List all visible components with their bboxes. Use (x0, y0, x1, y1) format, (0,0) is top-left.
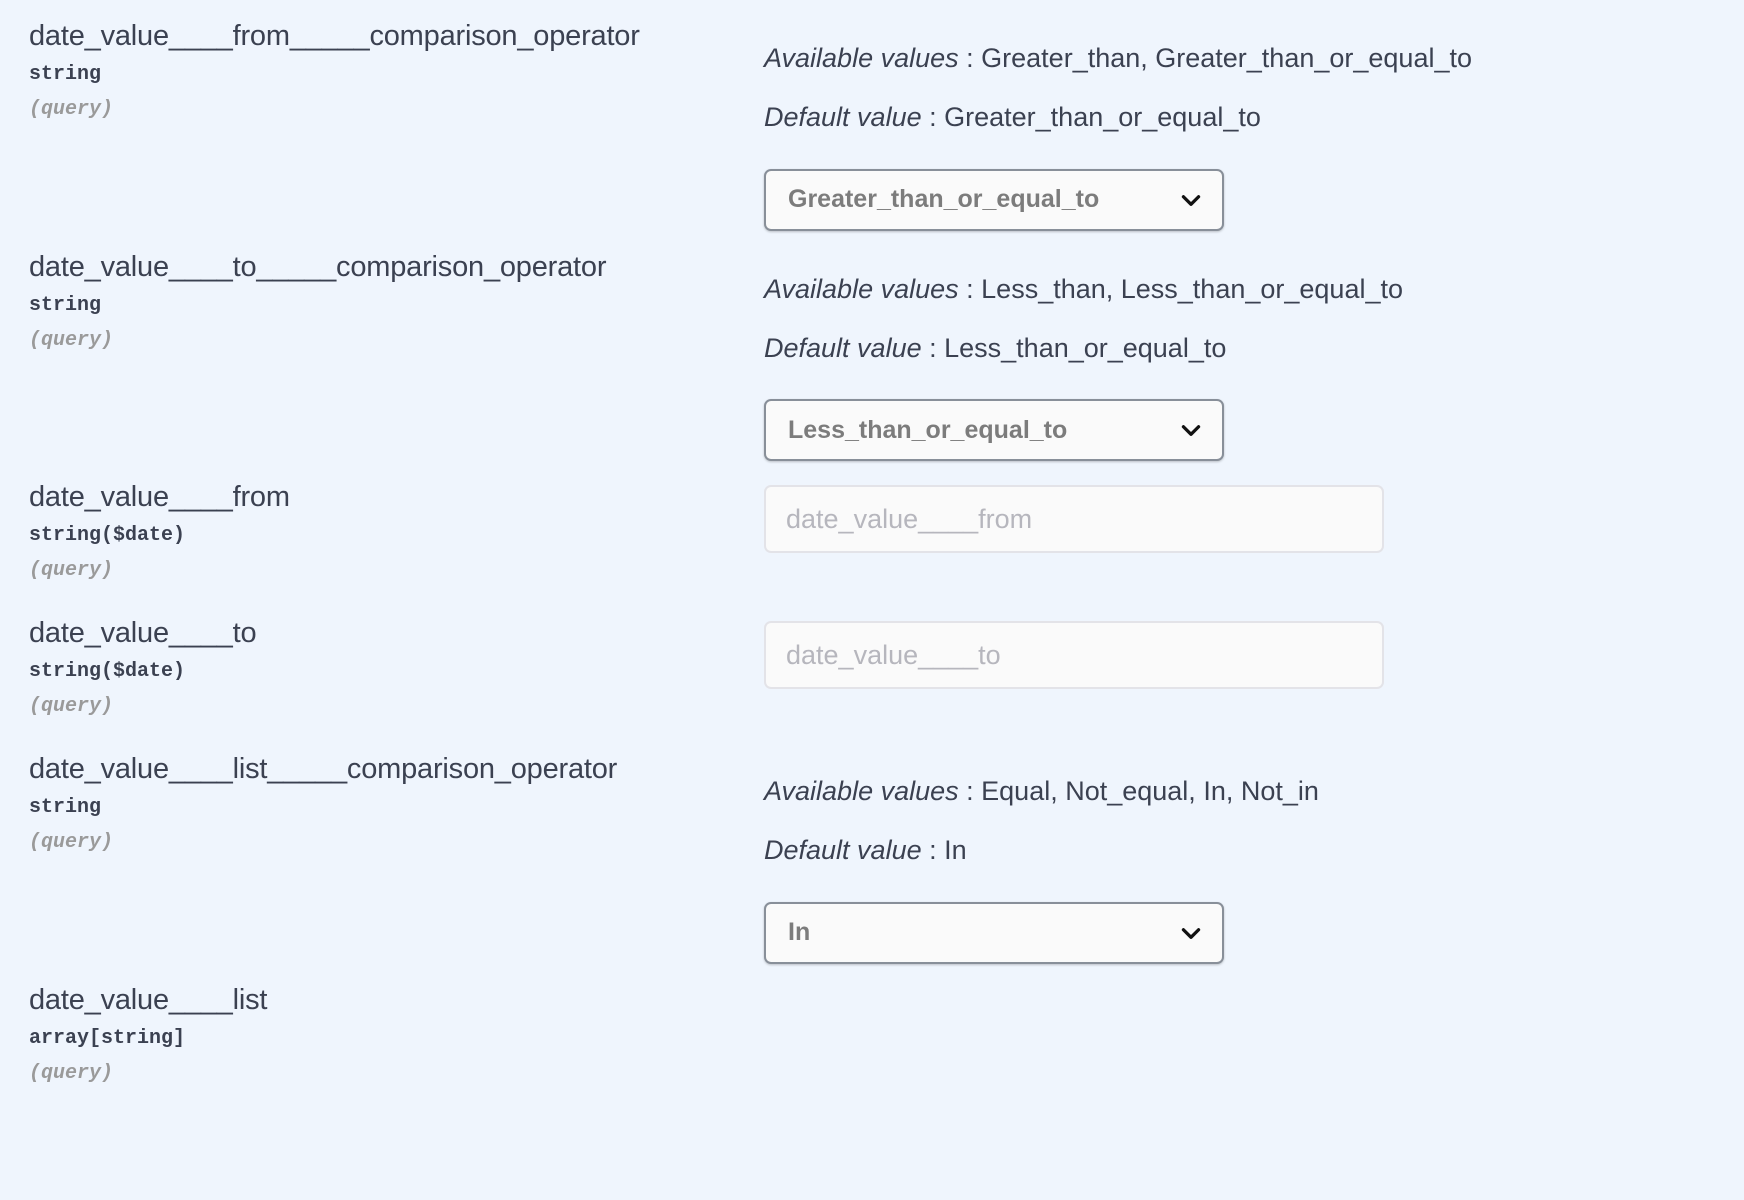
table-row: date_value____list_____comparison_operat… (0, 733, 1744, 964)
parameter-name: date_value____from (29, 481, 290, 513)
default-value-line: Default value : Less_than_or_equal_to (764, 330, 1704, 367)
parameter-location: (query) (29, 1061, 114, 1085)
parameter-name-cell: date_value____from_____comparison_operat… (0, 0, 750, 125)
default-value-line: Default value : In (764, 832, 1704, 869)
control-container: In (764, 901, 1704, 964)
default-value-label: Default value (764, 332, 922, 363)
parameter-name-cell: date_value____list array[string] (query) (0, 964, 750, 1089)
parameters-table: date_value____from_____comparison_operat… (0, 0, 1744, 1089)
parameter-name: date_value____list_____comparison_operat… (29, 753, 618, 785)
available-values-line: Available values : Equal, Not_equal, In,… (764, 773, 1704, 810)
parameter-name-cell: date_value____list_____comparison_operat… (0, 733, 750, 858)
parameter-location: (query) (29, 98, 114, 122)
parameter-location: (query) (29, 695, 114, 719)
default-value-separator: : (921, 332, 945, 363)
list-comparison-operator-select[interactable]: In (764, 901, 1224, 964)
control-container (764, 621, 1704, 689)
table-row: date_value____from_____comparison_operat… (0, 0, 1744, 231)
parameter-type: string($date) (29, 660, 186, 684)
parameter-type: string (29, 796, 102, 820)
table-row: date_value____list array[string] (query) (0, 964, 1744, 1089)
available-values-separator: : (958, 273, 982, 304)
available-values-label: Available values (764, 43, 959, 73)
parameter-location: (query) (29, 559, 114, 583)
date-value-to-input[interactable] (764, 621, 1384, 689)
default-value-line: Default value : Greater_than_or_equal_to (764, 99, 1704, 136)
parameter-type: array[string] (29, 1026, 186, 1050)
parameter-name: date_value____to_____comparison_operator (29, 250, 607, 283)
parameter-name: date_value____list (29, 983, 268, 1016)
available-values-separator: : (958, 776, 982, 806)
available-values-value: Greater_than, Greater_than_or_equal_to (981, 43, 1472, 73)
parameter-description-cell: Available values : Less_than, Less_than_… (750, 231, 1744, 461)
table-row: date_value____from string($date) (query) (0, 461, 1744, 597)
parameter-location: (query) (29, 328, 114, 352)
parameter-name: date_value____to (29, 617, 257, 649)
parameter-description-cell (750, 597, 1744, 689)
default-value-value: Less_than_or_equal_to (944, 332, 1227, 363)
available-values-line: Available values : Greater_than, Greater… (764, 40, 1704, 77)
control-container (764, 485, 1704, 553)
parameter-location: (query) (29, 831, 114, 855)
parameter-name: date_value____from_____comparison_operat… (29, 20, 640, 52)
select-wrapper: In (764, 901, 1224, 964)
default-value-label: Default value (764, 102, 922, 133)
comparison-operator-select[interactable]: Greater_than_or_equal_to (764, 168, 1224, 231)
available-values-label: Available values (764, 273, 959, 304)
default-value-label: Default value (764, 835, 922, 866)
date-value-from-input[interactable] (764, 485, 1384, 553)
parameter-description-cell: Available values : Equal, Not_equal, In,… (750, 733, 1744, 964)
parameter-name-cell: date_value____from string($date) (query) (0, 461, 750, 586)
available-values-value: Less_than, Less_than_or_equal_to (981, 273, 1403, 304)
table-row: date_value____to string($date) (query) (0, 597, 1744, 733)
parameter-description-cell (750, 461, 1744, 553)
available-values-value: Equal, Not_equal, In, Not_in (981, 776, 1319, 806)
control-container: Less_than_or_equal_to (764, 399, 1704, 461)
comparison-operator-select[interactable]: Less_than_or_equal_to (764, 399, 1224, 461)
select-wrapper: Less_than_or_equal_to (764, 399, 1224, 461)
available-values-label: Available values (764, 776, 959, 806)
parameter-name-cell: date_value____to string($date) (query) (0, 597, 750, 722)
parameter-type: string (29, 293, 102, 317)
default-value-separator: : (921, 835, 945, 866)
select-wrapper: Greater_than_or_equal_to (764, 168, 1224, 231)
default-value-value: Greater_than_or_equal_to (944, 102, 1261, 133)
parameter-description-cell: Available values : Greater_than, Greater… (750, 0, 1744, 231)
control-container: Greater_than_or_equal_to (764, 168, 1704, 231)
default-value-separator: : (921, 102, 945, 133)
parameter-name-cell: date_value____to_____comparison_operator… (0, 231, 750, 356)
available-values-line: Available values : Less_than, Less_than_… (764, 271, 1704, 308)
table-row: date_value____to_____comparison_operator… (0, 231, 1744, 461)
parameter-type: string($date) (29, 524, 186, 548)
available-values-separator: : (958, 43, 982, 73)
parameter-type: string (29, 63, 102, 87)
default-value-value: In (944, 835, 967, 866)
parameter-description-cell (750, 964, 1744, 982)
